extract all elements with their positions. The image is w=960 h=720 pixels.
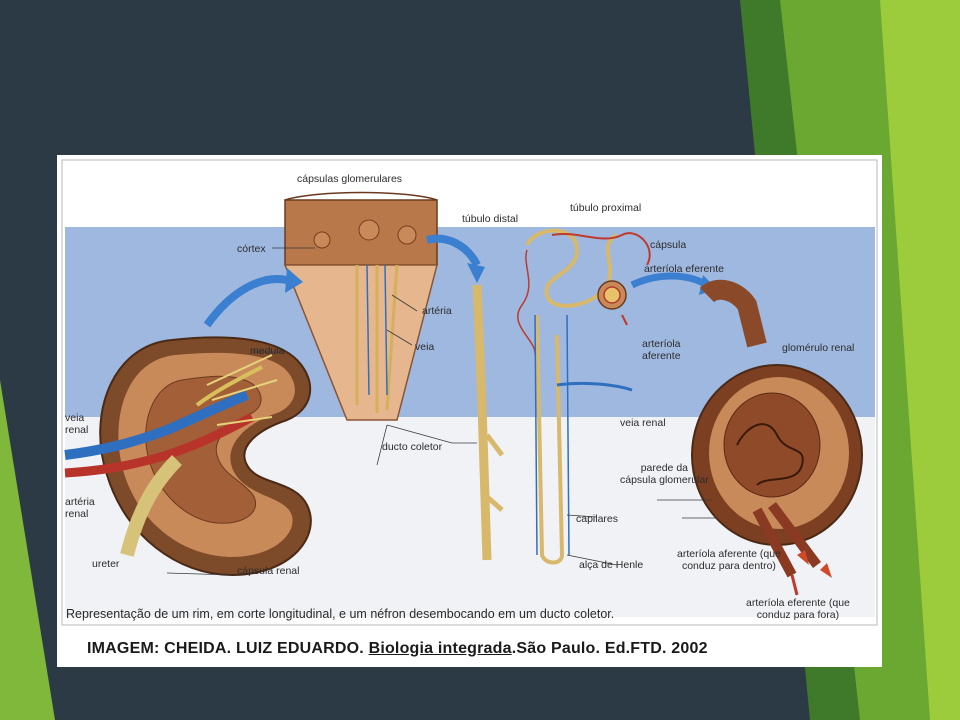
label-arteria-renal: artéria renal xyxy=(65,496,95,520)
label-capsula: cápsula xyxy=(650,239,687,251)
label-arteriola-aferente: arteríola aferente xyxy=(642,338,681,362)
label-veia-renal-kidney: veia renal xyxy=(65,412,89,436)
label-ureter: ureter xyxy=(92,558,120,570)
nephron-figure: cápsulas glomerulares túbulo distal túbu… xyxy=(57,155,882,667)
label-veia-renal: veia renal xyxy=(620,417,666,429)
label-capsulas-glomerulares: cápsulas glomerulares xyxy=(297,173,403,185)
glomerulus-enlarged xyxy=(691,279,863,596)
image-credit: IMAGEM: CHEIDA. LUIZ EDUARDO. Biologia i… xyxy=(87,640,708,658)
label-capsula-renal: cápsula renal xyxy=(237,565,300,577)
green-accent-left xyxy=(0,380,55,720)
label-alca-henle: alça de Henle xyxy=(579,559,644,571)
label-tubulo-proximal: túbulo proximal xyxy=(570,202,642,214)
label-parede-capsula: parede da cápsula glomerular xyxy=(620,462,709,486)
label-capilares: capilares xyxy=(576,513,619,525)
label-glomerulo-renal: glomérulo renal xyxy=(782,342,855,354)
figure-caption: Representação de um rim, em corte longit… xyxy=(66,607,615,621)
leader-lines xyxy=(166,247,717,576)
label-veia: veia xyxy=(415,341,435,353)
kidney-drawing xyxy=(64,336,312,577)
label-arteriola-eferente: arteríola eferente xyxy=(644,263,724,275)
credit-book-title: Biologia integrada xyxy=(368,640,512,657)
label-arteriola-eferente-fora: arteríola eferente (que conduz para fora… xyxy=(746,597,850,621)
arrow-1 xyxy=(203,275,288,328)
credit-suffix: .São Paulo. Ed.FTD. 2002 xyxy=(511,640,708,657)
label-medula: medula xyxy=(250,345,285,357)
label-cortex: córtex xyxy=(237,243,266,255)
green-accent-light xyxy=(880,0,960,720)
label-arteria: artéria xyxy=(422,305,452,317)
label-arteriola-aferente-dentro: arteríola aferente (que conduz para dent… xyxy=(677,548,781,572)
arrow-3 xyxy=(630,272,709,289)
arrow-2 xyxy=(426,234,481,267)
nephron-drawing xyxy=(472,228,651,565)
cortex-wedge xyxy=(283,191,438,421)
label-ducto-coletor: ducto coletor xyxy=(382,441,443,453)
label-tubulo-distal: túbulo distal xyxy=(462,213,519,225)
credit-prefix: IMAGEM: CHEIDA. LUIZ EDUARDO. xyxy=(87,640,364,657)
kidney-nephron-illustration xyxy=(61,159,878,626)
